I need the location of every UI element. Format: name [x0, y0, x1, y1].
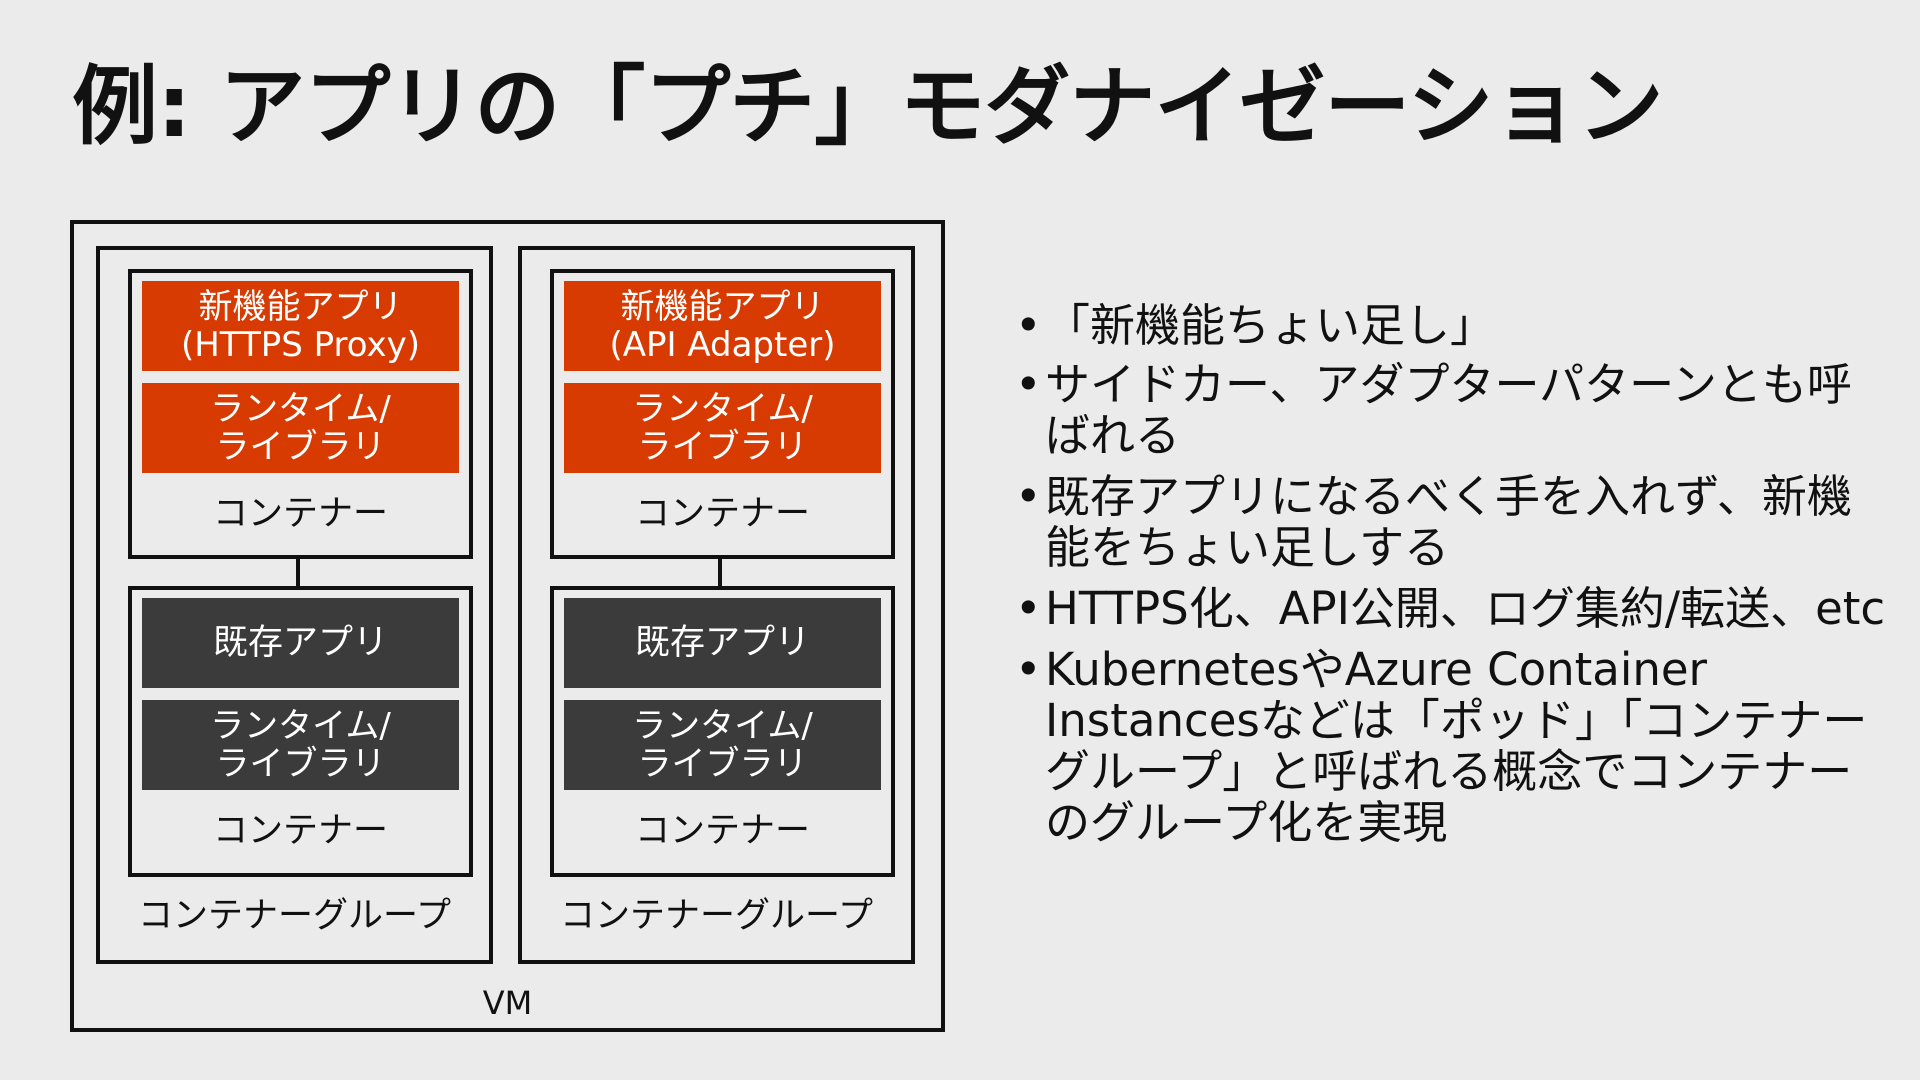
bullet-item: 既存アプリになるべく手を入れず、新機能をちょい足しする — [1015, 471, 1895, 573]
new-feature-container: 新機能アプリ (HTTPS Proxy) ランタイム/ ライブラリ コンテナー — [128, 269, 473, 559]
container-connector — [718, 555, 722, 590]
bullet-item: サイドカー、アダプターパターンとも呼ばれる — [1015, 359, 1895, 461]
layer-text: ライブラリ — [637, 427, 808, 467]
existing-app-layer: 既存アプリ — [142, 598, 459, 688]
existing-app-container: 既存アプリ ランタイム/ ライブラリ コンテナー — [550, 586, 895, 877]
layer-text: ランタイム/ — [210, 706, 391, 746]
container-connector — [296, 555, 300, 590]
bullet-list: 「新機能ちょい足し」 サイドカー、アダプターパターンとも呼ばれる 既存アプリにな… — [1015, 300, 1895, 858]
new-feature-container: 新機能アプリ (API Adapter) ランタイム/ ライブラリ コンテナー — [550, 269, 895, 559]
runtime-library-layer: ランタイム/ ライブラリ — [564, 383, 881, 473]
container-group-label: コンテナーグループ — [560, 896, 873, 936]
existing-app-layer: 既存アプリ — [564, 598, 881, 688]
layer-text: 新機能アプリ — [198, 287, 403, 327]
layer-text: ランタイム/ — [632, 389, 813, 429]
container-label: コンテナー — [634, 811, 810, 851]
layer-text: (API Adapter) — [609, 325, 836, 365]
layer-text: 既存アプリ — [212, 623, 388, 663]
new-feature-app-layer: 新機能アプリ (HTTPS Proxy) — [142, 281, 459, 371]
vm-label: VM — [482, 984, 533, 1022]
container-label: コンテナー — [634, 494, 810, 534]
bullet-item: KubernetesやAzure Container Instancesなどは「… — [1015, 644, 1895, 848]
container-group-2: 新機能アプリ (API Adapter) ランタイム/ ライブラリ コンテナー … — [518, 246, 915, 964]
layer-text: ライブラリ — [637, 744, 808, 784]
runtime-library-layer: ランタイム/ ライブラリ — [142, 383, 459, 473]
layer-text: ランタイム/ — [632, 706, 813, 746]
vm-box: 新機能アプリ (HTTPS Proxy) ランタイム/ ライブラリ コンテナー … — [70, 220, 945, 1032]
layer-text: ライブラリ — [215, 744, 386, 784]
runtime-library-layer: ランタイム/ ライブラリ — [564, 700, 881, 790]
layer-text: ライブラリ — [215, 427, 386, 467]
slide-title: 例: アプリの「プチ」モダナイゼーション — [72, 57, 1664, 157]
container-group-label: コンテナーグループ — [138, 896, 451, 936]
layer-text: 既存アプリ — [634, 623, 810, 663]
layer-text: 新機能アプリ — [620, 287, 825, 327]
bullet-item: HTTPS化、API公開、ログ集約/転送、etc — [1015, 583, 1895, 634]
container-label: コンテナー — [212, 811, 388, 851]
layer-text: (HTTPS Proxy) — [180, 325, 421, 365]
container-label: コンテナー — [212, 494, 388, 534]
runtime-library-layer: ランタイム/ ライブラリ — [142, 700, 459, 790]
bullet-item: 「新機能ちょい足し」 — [1015, 300, 1895, 351]
layer-text: ランタイム/ — [210, 389, 391, 429]
container-group-1: 新機能アプリ (HTTPS Proxy) ランタイム/ ライブラリ コンテナー … — [96, 246, 493, 964]
existing-app-container: 既存アプリ ランタイム/ ライブラリ コンテナー — [128, 586, 473, 877]
new-feature-app-layer: 新機能アプリ (API Adapter) — [564, 281, 881, 371]
